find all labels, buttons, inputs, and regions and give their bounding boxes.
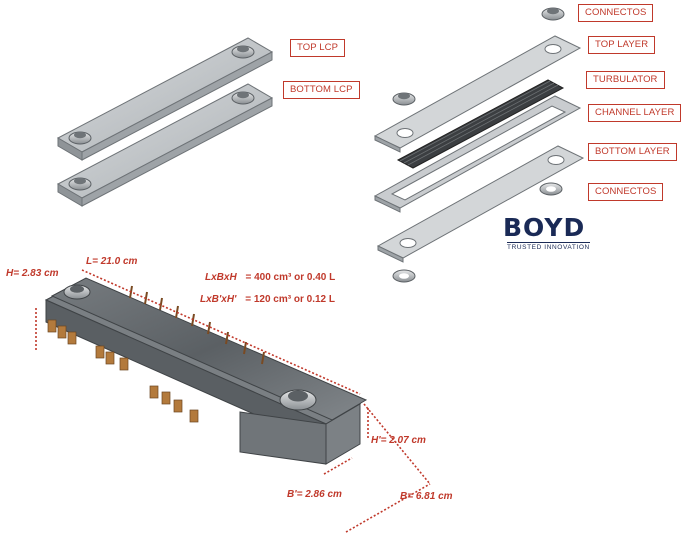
label-bottom-layer: BOTTOM LAYER bbox=[588, 143, 677, 161]
dimension-length: L= 21.0 cm bbox=[86, 256, 138, 267]
copper-contacts bbox=[47, 319, 199, 423]
label-connectos-bottom: CONNECTOS bbox=[588, 183, 664, 201]
label-top-layer: TOP LAYER bbox=[588, 36, 656, 54]
top-layer-plate bbox=[373, 35, 582, 153]
bottom-lcp-plate bbox=[56, 83, 274, 207]
volume-outer-value: = 400 cm³ or 0.40 L bbox=[245, 272, 336, 283]
connector-left bbox=[392, 92, 416, 106]
label-top-lcp: TOP LCP bbox=[290, 39, 346, 57]
breadth-dimension-line bbox=[345, 483, 431, 533]
assembled-module bbox=[44, 277, 368, 465]
dimension-lines bbox=[35, 269, 431, 533]
label-connectos-top: CONNECTOS bbox=[578, 4, 654, 22]
length-dimension-line bbox=[81, 269, 361, 395]
dimension-inner-breadth: B'= 2.86 cm bbox=[287, 489, 342, 500]
volume-inner: LxB'xH' = 120 cm³ or 0.12 L bbox=[200, 294, 335, 305]
inner-breadth-dimension-line bbox=[323, 457, 353, 475]
connector-bottom-right bbox=[539, 182, 563, 196]
dimension-breadth: B= 6.81 cm bbox=[400, 491, 453, 502]
top-lcp-plate bbox=[56, 37, 274, 161]
boyd-logo: BOYD bbox=[503, 213, 586, 242]
volume-inner-value: = 120 cm³ or 0.12 L bbox=[245, 294, 335, 305]
label-channel-layer: CHANNEL LAYER bbox=[588, 104, 681, 122]
boyd-tagline: TRUSTED INNOVATION bbox=[507, 242, 590, 251]
connector-bottom-left bbox=[392, 269, 416, 283]
breadth-extension-line bbox=[363, 403, 431, 485]
volume-outer-formula: LxBxH bbox=[205, 272, 237, 283]
volume-outer: LxBxH = 400 cm³ or 0.40 L bbox=[205, 272, 335, 283]
dimension-height: H= 2.83 cm bbox=[6, 268, 59, 279]
connector-top bbox=[541, 7, 565, 21]
volume-inner-formula: LxB'xH' bbox=[200, 294, 237, 305]
label-bottom-lcp: BOTTOM LCP bbox=[283, 81, 360, 99]
dimension-inner-height: H'= 2.07 cm bbox=[371, 435, 426, 446]
bottom-layer-plate bbox=[376, 145, 585, 263]
channel-layer-plate bbox=[373, 95, 582, 213]
label-turbulator: TURBULATOR bbox=[586, 71, 665, 89]
turbulator bbox=[396, 79, 565, 169]
